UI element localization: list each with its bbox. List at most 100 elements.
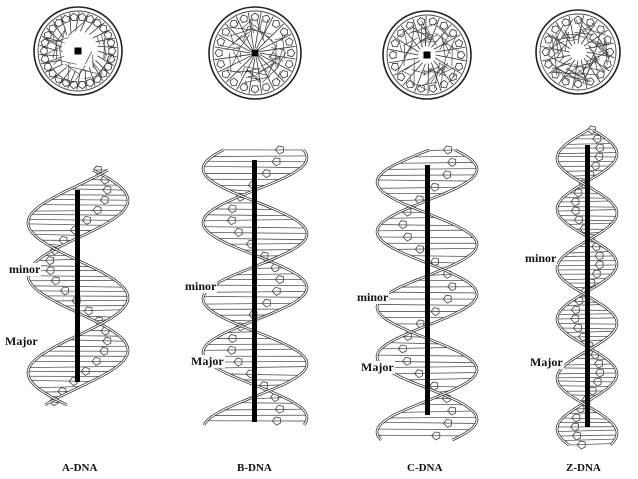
sugar-ring xyxy=(430,307,440,317)
lattice-bond xyxy=(403,42,413,59)
sugar-ring xyxy=(227,204,237,214)
top-view-outer-rim xyxy=(33,6,123,96)
base-pair-rung xyxy=(228,373,301,376)
base-pair-line xyxy=(214,54,251,61)
base-pair-rung xyxy=(28,218,112,221)
lattice-bond xyxy=(559,54,565,63)
lattice-bond xyxy=(410,28,415,52)
lattice-bond xyxy=(586,28,607,36)
lattice-bond xyxy=(259,19,263,30)
lattice-bond xyxy=(408,22,438,35)
base-pair-line xyxy=(248,57,256,94)
sugar-ring xyxy=(45,256,54,266)
top-view-outer-rim xyxy=(208,6,302,100)
lattice-bond xyxy=(600,69,606,71)
base-pair-rung xyxy=(563,438,615,441)
base-pair-rung xyxy=(38,290,126,292)
base-pair-line xyxy=(235,16,253,50)
sugar-ring xyxy=(442,170,451,180)
top-view-axis-marker xyxy=(74,47,82,55)
sugar-ring xyxy=(261,169,271,179)
sugar-ring xyxy=(541,47,550,57)
lattice-bond xyxy=(232,46,241,50)
sugar-ring xyxy=(239,14,248,24)
lattice-bond xyxy=(583,63,590,66)
sugar-ring xyxy=(40,55,50,64)
base-pair-line xyxy=(580,20,598,45)
sugar-ring xyxy=(271,77,281,86)
top-view-inner-rim xyxy=(37,10,119,92)
sugar-ring xyxy=(262,14,271,24)
lattice-bond xyxy=(414,83,427,91)
base-pair-line xyxy=(258,33,292,51)
lattice-bond xyxy=(244,80,249,89)
lattice-bond xyxy=(274,51,287,72)
base-pair-rung xyxy=(28,275,109,277)
base-pair-line xyxy=(577,15,584,44)
base-pair-line xyxy=(388,48,419,56)
sugar-ring xyxy=(573,215,583,225)
sugar-ring xyxy=(544,35,553,44)
sugar-ring xyxy=(571,413,581,423)
lattice-bond xyxy=(246,69,260,83)
sugar-ring xyxy=(388,50,397,60)
sugar-ring xyxy=(61,78,70,87)
lattice-bond xyxy=(557,36,565,59)
base-pair-line xyxy=(257,23,285,50)
base-pair-rung xyxy=(208,232,307,234)
base-pair-rung xyxy=(84,315,115,318)
sugar-ring xyxy=(442,145,452,155)
sugar-ring xyxy=(250,12,260,21)
base-pair-line xyxy=(547,57,573,75)
sugar-ring xyxy=(93,19,102,28)
lattice-bond xyxy=(264,69,268,73)
lattice-bond xyxy=(52,38,59,59)
b-dna-label: B-DNA xyxy=(237,462,272,474)
lattice-bond xyxy=(92,54,113,82)
sugar-ring xyxy=(54,74,63,83)
lattice-bond xyxy=(580,73,599,76)
sugar-ring xyxy=(226,216,236,226)
sugar-ring xyxy=(570,314,580,324)
lattice-bond xyxy=(443,67,455,74)
sugar-ring xyxy=(428,84,438,93)
sugar-ring xyxy=(233,228,243,237)
sugar-ring xyxy=(83,306,93,316)
base-pair-line xyxy=(433,60,454,85)
lattice-bond xyxy=(564,29,570,39)
top-view-outer-rim xyxy=(535,9,621,95)
lattice-bond xyxy=(441,66,444,86)
base-pair-rung xyxy=(581,231,600,234)
sugar-ring xyxy=(239,82,248,92)
sugar-ring xyxy=(591,269,601,279)
sugar-ring xyxy=(262,82,271,92)
base-pair-rung xyxy=(67,188,124,191)
sugar-ring xyxy=(86,78,95,87)
base-pair-rung xyxy=(76,335,120,337)
top-view-inner-rim xyxy=(539,13,617,91)
sugar-ring xyxy=(586,77,595,86)
lattice-bond xyxy=(561,33,579,36)
lattice-bond xyxy=(53,58,61,65)
lattice-bond xyxy=(548,43,567,60)
base-pair-rung xyxy=(37,258,79,262)
b-dna-minor-groove-label: minor xyxy=(184,279,218,293)
sugar-ring xyxy=(226,345,236,355)
sugar-ring xyxy=(593,359,603,369)
base-pair-rung xyxy=(563,197,606,199)
lattice-bond xyxy=(579,18,593,32)
base-pair-rung xyxy=(407,378,471,381)
lattice-bond xyxy=(241,18,254,29)
base-pair-rung xyxy=(30,213,119,216)
lattice-bond xyxy=(403,30,408,45)
sugar-ring xyxy=(99,346,109,356)
lattice-bond xyxy=(84,77,91,79)
sugar-ring xyxy=(43,30,53,40)
base-pair-line xyxy=(236,57,254,90)
sugar-ring xyxy=(99,24,108,33)
z-dna-label: Z-DNA xyxy=(566,462,601,474)
lattice-bond xyxy=(401,70,412,76)
sugar-ring xyxy=(416,17,426,26)
lattice-bond xyxy=(396,25,413,39)
sugar-ring xyxy=(570,305,580,315)
